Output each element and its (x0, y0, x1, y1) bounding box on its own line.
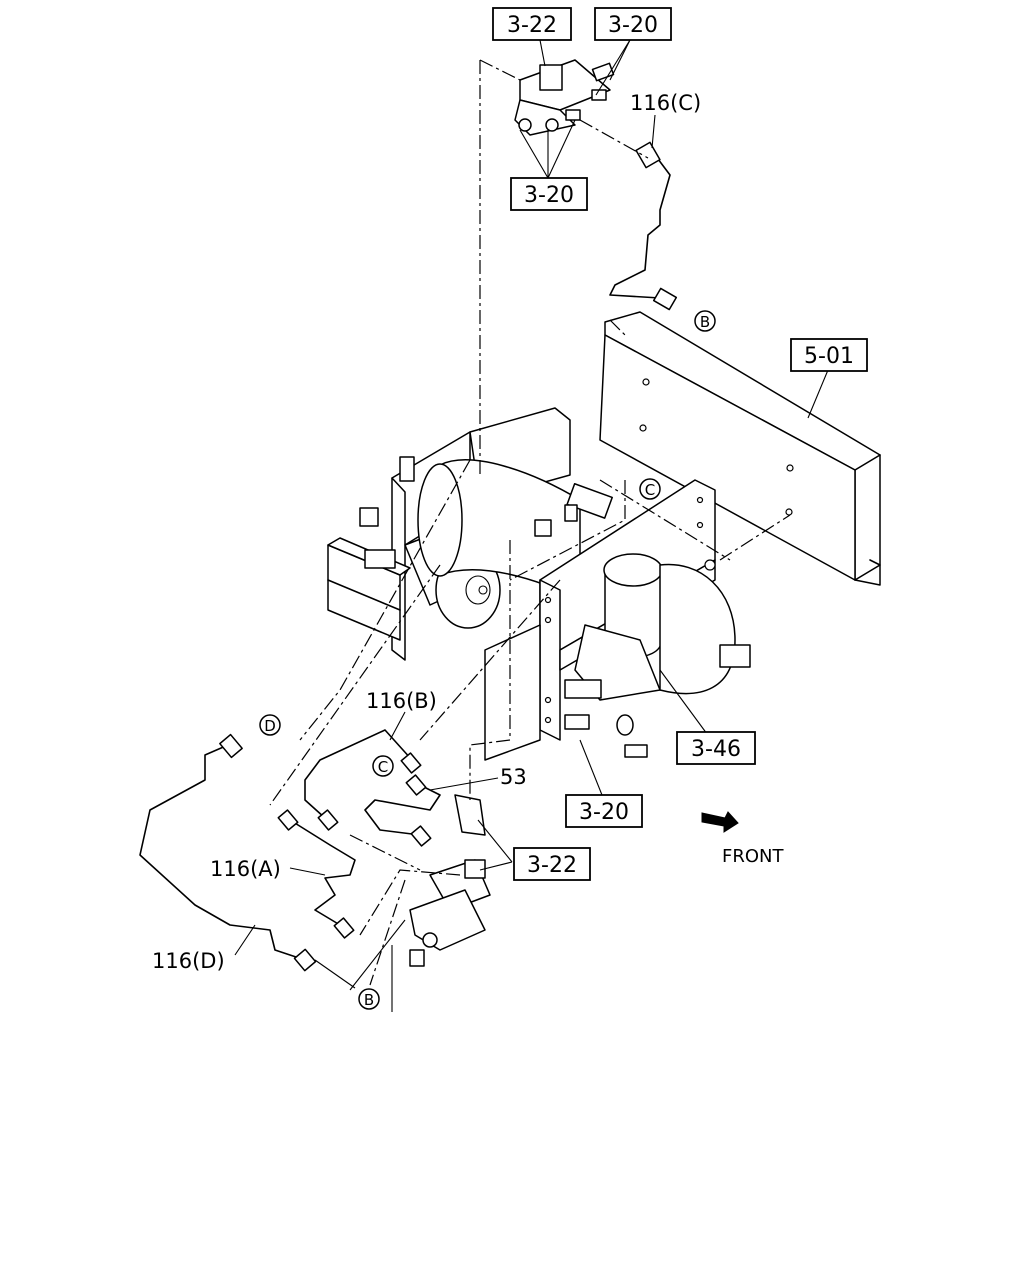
lower-relay-valve (409, 794, 491, 967)
pipe-116a (277, 809, 356, 939)
part-label-116b: 116(B) (366, 689, 437, 713)
svg-text:B: B (364, 991, 374, 1009)
front-label: FRONT (722, 846, 784, 867)
ref-label: 3-20 (608, 13, 658, 38)
part-label-116d: 116(D) (152, 949, 225, 973)
part-label-53: 53 (500, 765, 527, 789)
ref-box-5-01: 5-01 (790, 338, 868, 372)
pipe-116d (139, 733, 317, 972)
ref-box-3-20-topleft: 3-20 (510, 177, 588, 211)
upper-relay-valve (514, 59, 615, 136)
ref-label: 3-22 (507, 13, 557, 38)
front-arrow-icon (701, 811, 739, 833)
marker-d-left: D (259, 714, 281, 736)
ref-box-3-20-topright: 3-20 (594, 7, 672, 41)
svg-text:D: D (264, 717, 276, 735)
pipe-116c (609, 141, 678, 311)
svg-text:C: C (645, 481, 655, 499)
valve-assembly (327, 407, 751, 761)
ref-box-3-46: 3-46 (676, 731, 756, 765)
ref-box-3-22-bottom: 3-22 (513, 847, 591, 881)
marker-c-right: C (639, 478, 661, 500)
svg-text:B: B (700, 313, 710, 331)
ref-label: 3-20 (579, 800, 629, 825)
marker-c-left: C (372, 755, 394, 777)
frame-rail (599, 311, 881, 586)
marker-b-bottom: B (358, 988, 380, 1010)
ref-label: 3-20 (524, 183, 574, 208)
ref-box-3-20-bottom: 3-20 (565, 794, 643, 828)
ref-box-3-22-top: 3-22 (492, 7, 572, 41)
ref-label: 5-01 (804, 344, 854, 369)
ref-label: 3-22 (527, 853, 577, 878)
ref-label: 3-46 (691, 737, 741, 762)
marker-b-top: B (694, 310, 716, 332)
leader-lines (234, 39, 829, 1012)
pipe-53 (364, 774, 441, 847)
part-label-116c: 116(C) (630, 91, 701, 115)
part-label-116a: 116(A) (210, 857, 281, 881)
svg-text:C: C (378, 758, 388, 776)
pipe-116b (304, 729, 422, 831)
